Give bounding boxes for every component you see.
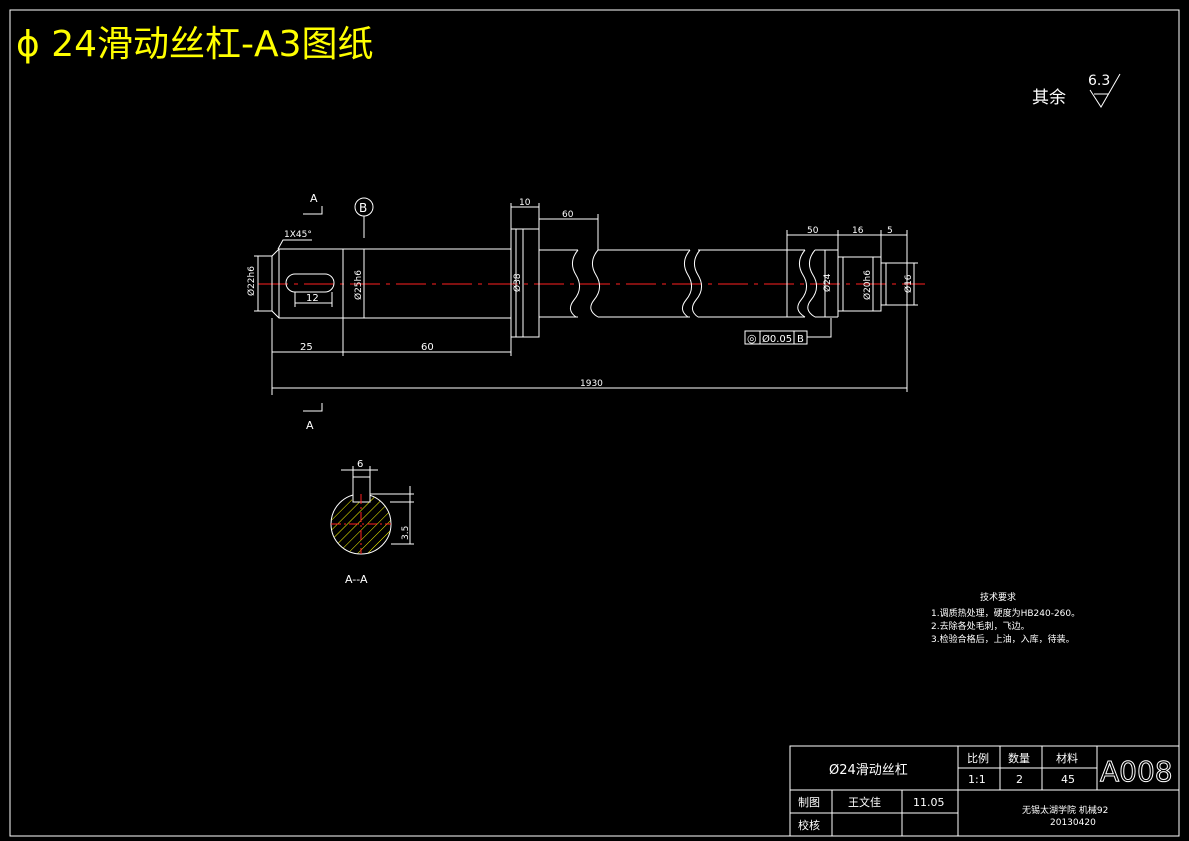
tb-school: 无锡太湖学院 机械92 bbox=[1022, 804, 1108, 816]
tb-h-ratio: 比例 bbox=[967, 751, 989, 765]
tolerance-value: Ø0.05 bbox=[762, 333, 792, 345]
dim-key-len: 12 bbox=[306, 293, 319, 304]
section-mark-top bbox=[303, 206, 323, 215]
roughness-value: 6.3 bbox=[1088, 73, 1110, 89]
datum-label: B bbox=[359, 201, 367, 215]
section-dim-depth: 3.5 bbox=[401, 526, 411, 540]
tb-checked-label: 校核 bbox=[798, 818, 820, 832]
tb-ratio: 1:1 bbox=[968, 773, 986, 786]
tolerance-datum: B bbox=[797, 334, 804, 345]
keyway-slot bbox=[285, 273, 335, 293]
shaft-outline bbox=[271, 228, 908, 338]
tb-drawn-label: 制图 bbox=[798, 796, 820, 809]
section-mark-bottom-label: A bbox=[306, 419, 314, 432]
drawing-frame bbox=[9, 9, 1180, 837]
notes-title: 技术要求 bbox=[980, 591, 1016, 603]
section-dim-key-w: 6 bbox=[357, 459, 363, 470]
dim-collar-w: 10 bbox=[519, 198, 531, 208]
note-2: 2.去除各处毛刺，飞边。 bbox=[931, 620, 1030, 632]
tb-material: 45 bbox=[1061, 773, 1075, 786]
section-mark-top-label: A bbox=[310, 192, 318, 205]
section-view bbox=[330, 470, 392, 555]
tb-drawn-by: 王文佳 bbox=[848, 795, 881, 809]
chamfer-label: 1X45° bbox=[284, 230, 312, 240]
tb-drawing-no: A008 bbox=[1100, 755, 1173, 788]
note-3: 3.检验合格后，上油，入库，待装。 bbox=[931, 633, 1075, 645]
dim-len-5: 5 bbox=[887, 226, 893, 236]
roughness-label: 其余 bbox=[1032, 88, 1066, 108]
dim-d-journal: Ø25h6 bbox=[353, 270, 364, 300]
tolerance-symbol: ◎ bbox=[747, 332, 757, 345]
roughness-symbol-icon bbox=[1089, 73, 1121, 108]
dim-d-24: Ø24 bbox=[822, 273, 833, 292]
dim-d-end2: Ø16 bbox=[903, 274, 914, 293]
section-label: A--A bbox=[345, 573, 368, 586]
dim-d-end1: Ø20h6 bbox=[862, 270, 873, 300]
dim-gap-60: 60 bbox=[562, 210, 574, 220]
dim-d-left: Ø22h6 bbox=[246, 266, 257, 296]
tb-part-name: Ø24滑动丝杠 bbox=[829, 762, 908, 778]
tb-qty: 2 bbox=[1016, 773, 1023, 786]
tb-student-no: 20130420 bbox=[1050, 818, 1096, 828]
dim-total: 1930 bbox=[580, 379, 603, 389]
dim-len-50: 50 bbox=[807, 226, 819, 236]
tb-h-qty: 数量 bbox=[1008, 752, 1030, 765]
title-block bbox=[789, 745, 1180, 837]
dim-d-collar: Ø38 bbox=[512, 273, 523, 292]
tb-date: 11.05 bbox=[913, 796, 945, 809]
note-1: 1.调质热处理，硬度为HB240-260。 bbox=[931, 607, 1080, 619]
tolerance-frame bbox=[744, 318, 832, 345]
page-title: ϕ 24滑动丝杠-A3图纸 bbox=[16, 24, 374, 65]
dim-len-25: 25 bbox=[300, 342, 313, 353]
dim-len-60: 60 bbox=[421, 342, 434, 353]
section-mark-bottom bbox=[303, 403, 323, 412]
tb-h-material: 材料 bbox=[1056, 751, 1078, 765]
dim-len-16: 16 bbox=[852, 226, 864, 236]
